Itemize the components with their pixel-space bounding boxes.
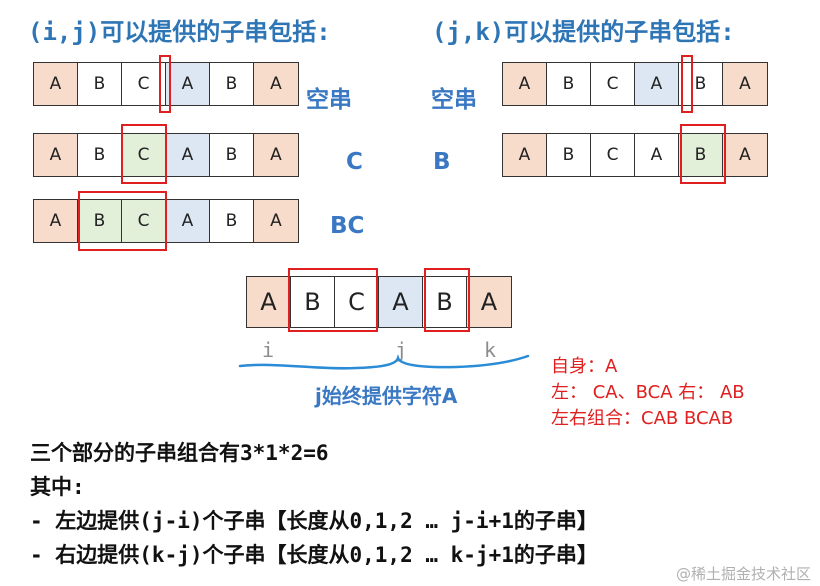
main-cell: C <box>335 277 379 327</box>
note-combined: 左右组合：CAB BCAB <box>551 408 734 429</box>
strip-cell: B <box>679 134 723 176</box>
strip-cell: B <box>679 63 723 105</box>
summary-line-3: - 左边提供(j-i)个子串【长度从0,1,2 … j-i+1的子串】 <box>30 509 598 533</box>
strip-cell: B <box>78 134 122 176</box>
right-strip-1: A B C A B A <box>502 62 768 106</box>
right-strip-2: A B C A B A <box>502 133 768 177</box>
main-cell: B <box>291 277 335 327</box>
highlight-main-right <box>424 268 470 332</box>
strip-cell: A <box>34 134 78 176</box>
right-case-label-1: 空串 <box>431 87 477 113</box>
index-k: k <box>484 338 497 362</box>
strip-cell: A <box>723 134 767 176</box>
main-cell: A <box>247 277 291 327</box>
right-heading: (j,k)可以提供的子串包括: <box>432 18 735 46</box>
index-i: i <box>262 338 275 362</box>
left-strip-1: A B C A B A <box>33 62 299 106</box>
strip-cell: B <box>210 63 254 105</box>
note-self: 自身：A <box>551 356 618 377</box>
strip-cell: A <box>34 200 78 242</box>
strip-cell: A <box>635 134 679 176</box>
strip-cell: A <box>166 200 210 242</box>
main-strip: A B C A B A <box>246 276 512 328</box>
strip-cell: A <box>254 134 298 176</box>
left-strip-2: A B C A B A <box>33 133 299 177</box>
strip-cell: A <box>723 63 767 105</box>
strip-cell: C <box>591 63 635 105</box>
strip-cell: A <box>503 63 547 105</box>
strip-cell: A <box>166 63 210 105</box>
strip-cell: A <box>635 63 679 105</box>
highlight-empty-right <box>681 55 693 113</box>
strip-cell: C <box>122 200 166 242</box>
highlight-empty-left <box>159 55 171 113</box>
strip-cell: A <box>254 63 298 105</box>
highlight-bc <box>78 191 167 251</box>
strip-cell: B <box>78 200 122 242</box>
strip-cell: B <box>78 63 122 105</box>
strip-cell: A <box>34 63 78 105</box>
strip-cell: B <box>547 134 591 176</box>
highlight-b <box>680 124 726 184</box>
watermark: @稀土掘金技术社区 <box>676 565 812 583</box>
strip-cell: B <box>547 63 591 105</box>
highlight-main-left <box>288 268 378 332</box>
left-case-label-1: 空串 <box>306 87 352 113</box>
strip-cell: B <box>210 200 254 242</box>
strip-cell: C <box>122 63 166 105</box>
summary-line-2: 其中: <box>30 475 85 499</box>
strip-cell: B <box>210 134 254 176</box>
strip-cell: A <box>503 134 547 176</box>
main-cell: B <box>423 277 467 327</box>
main-caption: j始终提供字符A <box>315 384 458 408</box>
strip-cell: A <box>254 200 298 242</box>
summary-line-1: 三个部分的子串组合有3*1*2=6 <box>30 441 329 465</box>
underline-brace <box>238 354 530 370</box>
main-cell: A <box>467 277 511 327</box>
note-left-right: 左： CA、BCA 右： AB <box>551 382 745 403</box>
left-case-label-2: C <box>346 149 363 175</box>
left-case-label-3: BC <box>330 213 365 239</box>
right-case-label-2: B <box>433 149 451 175</box>
main-cell: A <box>379 277 423 327</box>
highlight-c <box>121 124 167 184</box>
left-heading: (i,j)可以提供的子串包括: <box>28 18 331 46</box>
summary-line-4: - 右边提供(k-j)个子串【长度从0,1,2 … k-j+1的子串】 <box>30 543 598 567</box>
strip-cell: A <box>166 134 210 176</box>
strip-cell: C <box>591 134 635 176</box>
